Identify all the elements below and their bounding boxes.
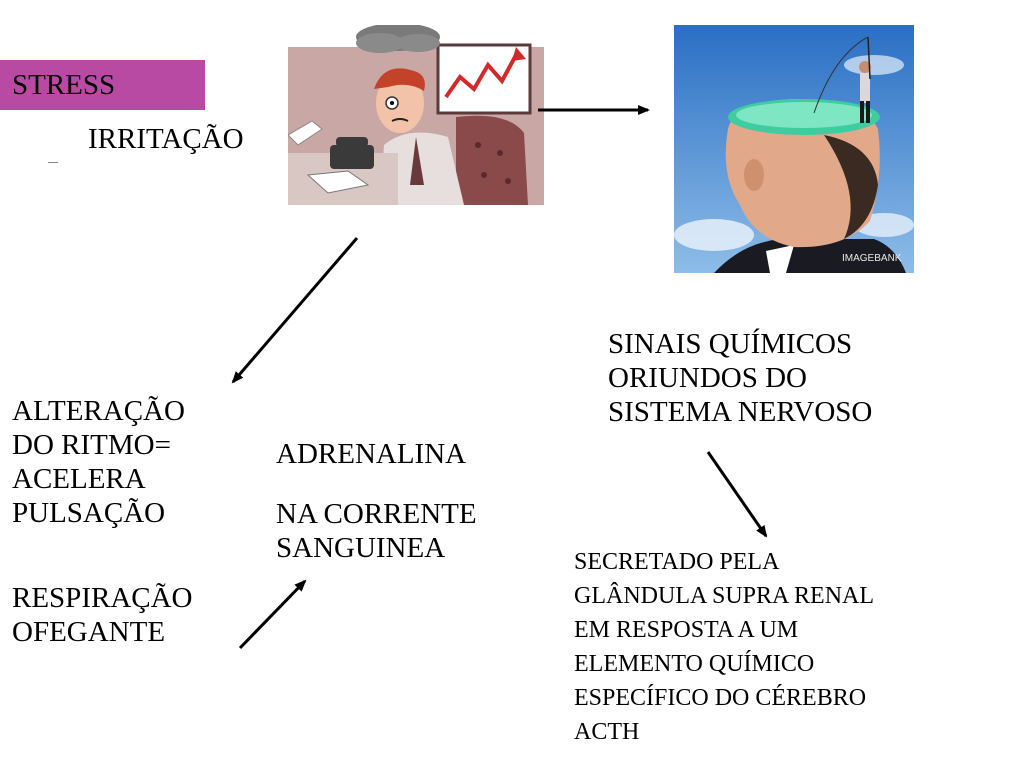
signals-line: SINAIS QUÍMICOS <box>608 328 853 360</box>
rhythm-line: ACELERA <box>12 463 146 495</box>
dash-mark <box>48 162 58 163</box>
signals-line: ORIUNDOS DO <box>608 362 807 394</box>
chemical-signals-text: SINAIS QUÍMICOS ORIUNDOS DO SISTEMA NERV… <box>608 327 872 429</box>
adrenaline-label: ADRENALINA <box>276 438 467 470</box>
secreted-line: ACTH <box>574 719 640 745</box>
arrow-to-adrenaline <box>238 579 307 650</box>
breathing-line: RESPIRAÇÃO <box>12 582 193 614</box>
stress-label: STRESS <box>12 69 116 101</box>
rhythm-line: PULSAÇÃO <box>12 497 166 529</box>
rhythm-line: ALTERAÇÃO <box>12 395 185 427</box>
irritation-label: IRRITAÇÃO <box>88 123 244 155</box>
stress-highlight-box <box>0 60 205 110</box>
arrow-to-rhythm <box>231 237 359 384</box>
arrow-to-secreted <box>706 451 768 538</box>
bloodstream-text: NA CORRENTE SANGUINEA <box>276 497 477 565</box>
signals-line: SISTEMA NERVOSO <box>608 396 873 428</box>
bloodstream-line: SANGUINEA <box>276 532 446 564</box>
rhythm-line: DO RITMO= <box>12 429 171 461</box>
imagebank-watermark: IMAGEBANK <box>842 253 902 264</box>
head-pool-illustration: IMAGEBANK <box>674 25 914 273</box>
bloodstream-line: NA CORRENTE <box>276 498 477 530</box>
rhythm-change-text: ALTERAÇÃO DO RITMO= ACELERA PULSAÇÃO <box>12 394 185 530</box>
breathing-text: RESPIRAÇÃO OFEGANTE <box>12 581 193 649</box>
stressed-worker-illustration <box>288 25 544 205</box>
secreted-line: GLÂNDULA SUPRA RENAL <box>574 583 875 609</box>
secreted-line: ELEMENTO QUÍMICO <box>574 651 815 677</box>
secreted-line: EM RESPOSTA A UM <box>574 617 799 643</box>
secreted-line: ESPECÍFICO DO CÉREBRO <box>574 685 867 711</box>
secreted-text: SECRETADO PELA GLÂNDULA SUPRA RENAL EM R… <box>574 545 874 749</box>
secreted-line: SECRETADO PELA <box>574 549 780 575</box>
breathing-line: OFEGANTE <box>12 616 166 648</box>
